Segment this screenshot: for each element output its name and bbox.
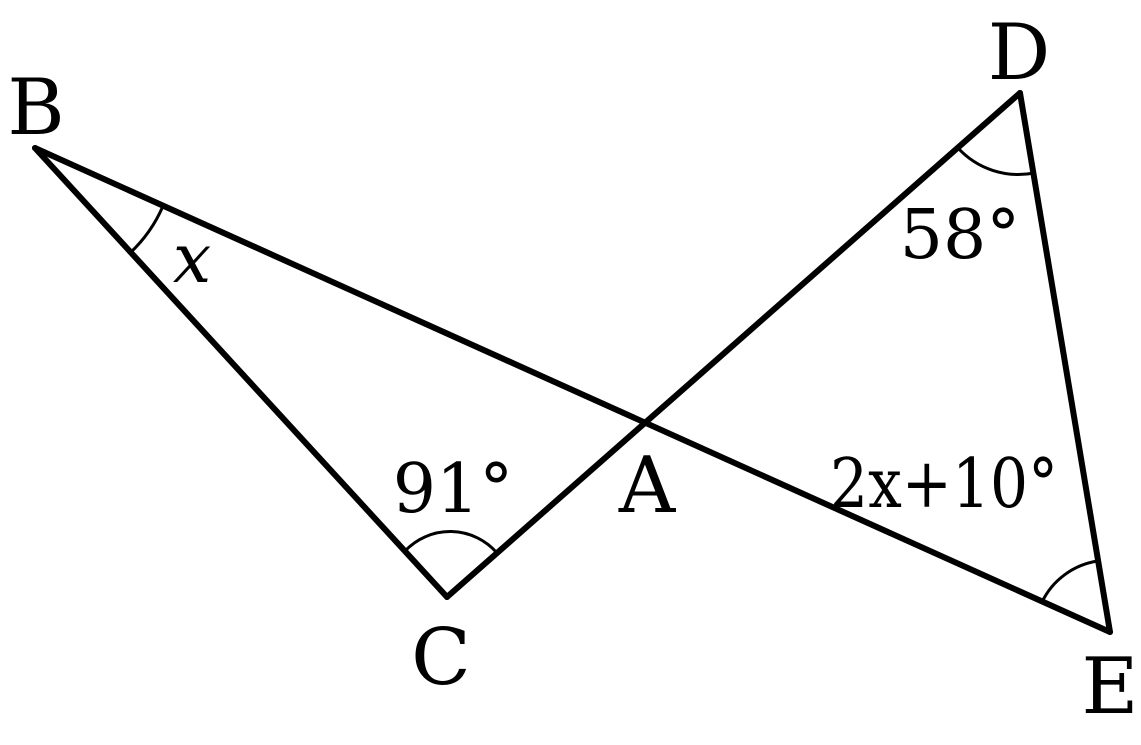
angle-label-e: 2x+10°	[830, 445, 1058, 524]
angle-label-b: x	[173, 220, 211, 299]
vertex-label-d: D	[988, 8, 1051, 98]
vertex-label-c: C	[411, 613, 471, 703]
angle-arc-b	[128, 205, 165, 255]
vertex-label-e: E	[1082, 642, 1139, 732]
angle-label-d: 58°	[900, 196, 1021, 275]
vertex-label-b: B	[7, 63, 64, 153]
angle-arc-c	[403, 530, 499, 554]
angle-arc-e	[1040, 559, 1099, 603]
segment-be	[32, 145, 1113, 635]
angle-label-c: 91°	[393, 450, 514, 529]
angle-arc-d	[956, 146, 1035, 176]
segment-cd	[444, 90, 1023, 600]
segment-de	[1017, 90, 1113, 635]
segment-bc	[32, 145, 450, 600]
vertex-label-a: A	[618, 441, 677, 531]
